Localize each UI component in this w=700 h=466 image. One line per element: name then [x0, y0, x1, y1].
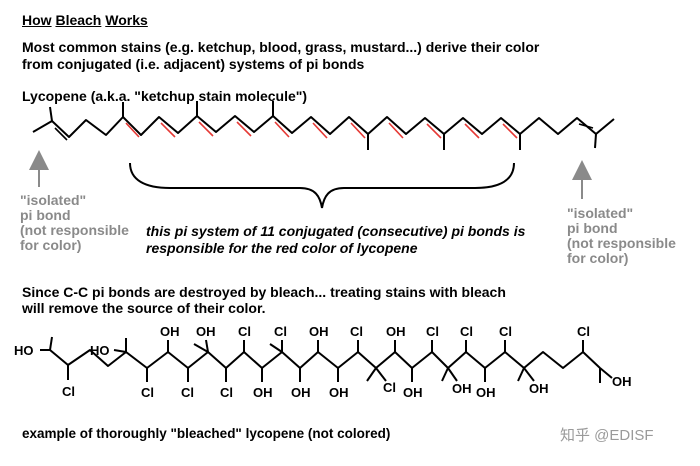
bleached-substituent-bonds [40, 336, 613, 383]
isolated-pi-bond-right-label: "isolated" pi bond (not responsible for … [567, 205, 676, 266]
intro-line-2: from conjugated (i.e. adjacent) systems … [22, 56, 365, 72]
label-cl-6: Cl [499, 324, 512, 339]
label-oh-2: OH [196, 324, 216, 339]
bleached-backbone [49, 349, 601, 369]
label-cl-2: Cl [274, 324, 287, 339]
label-oh-b1: OH [253, 385, 273, 400]
label-oh-right: OH [612, 374, 632, 389]
label-ho-2: HO [90, 343, 110, 358]
isolated-pi-bonds [54, 123, 594, 141]
title-word-bleach: Bleach [55, 12, 102, 28]
label-oh-b2: OH [291, 385, 311, 400]
label-cl-b3: Cl [181, 385, 194, 400]
page-title: How Bleach Works [22, 12, 148, 28]
watermark: 知乎 @EDISF [560, 427, 654, 444]
label-oh-1: OH [160, 324, 180, 339]
conjugated-pi-bonds [125, 121, 518, 139]
label-oh-b7: OH [529, 381, 549, 396]
isolated-pi-bond-left-label: "isolated" pi bond (not responsible for … [20, 192, 129, 253]
conjugation-brace [129, 162, 515, 209]
intro-line-1: Most common stains (e.g. ketchup, blood,… [22, 39, 540, 55]
bleached-labels-top: HO HO OH OH Cl Cl OH Cl OH Cl Cl Cl Cl C… [8, 0, 590, 358]
label-cl-1: Cl [238, 324, 251, 339]
bleached-caption: example of thoroughly "bleached" lycopen… [22, 426, 391, 441]
intro-text: Most common stains (e.g. ketchup, blood,… [22, 39, 539, 73]
label-cl-b1: Cl [62, 384, 75, 399]
label-oh-b5: OH [452, 381, 472, 396]
bleached-labels-bottom: Cl Cl Cl Cl OH OH Cl OH OH Cl OH OH OH O… [8, 0, 549, 400]
label-cl-b2: Cl [141, 385, 154, 400]
label-cl-3: Cl [350, 324, 363, 339]
bleach-explanation: Since C-C pi bonds are destroyed by blea… [22, 284, 506, 316]
label-oh-4: OH [386, 324, 406, 339]
label-oh-b3: OH [329, 385, 349, 400]
lycopene-backbone [32, 115, 615, 138]
label-unused: Cl [8, 0, 21, 3]
label-cl-7: Cl [577, 324, 590, 339]
label-cl-b4: Cl [220, 385, 233, 400]
pi-system-caption: this pi system of 11 conjugated (consecu… [146, 223, 526, 256]
title-word-works: Works [105, 12, 148, 28]
label-cl-5: Cl [460, 324, 473, 339]
lycopene-methyl-groups [49, 101, 597, 150]
label-oh-b6: OH [476, 385, 496, 400]
title-word-how: How [22, 12, 52, 28]
label-oh-3: OH [309, 324, 329, 339]
lycopene-label: Lycopene (a.k.a. "ketchup stain molecule… [22, 88, 308, 104]
label-oh-b4: OH [403, 385, 423, 400]
label-unused-b: OH [8, 0, 28, 3]
label-ho-1: HO [14, 343, 34, 358]
label-cl-b5: Cl [383, 380, 396, 395]
label-cl-4: Cl [426, 324, 439, 339]
